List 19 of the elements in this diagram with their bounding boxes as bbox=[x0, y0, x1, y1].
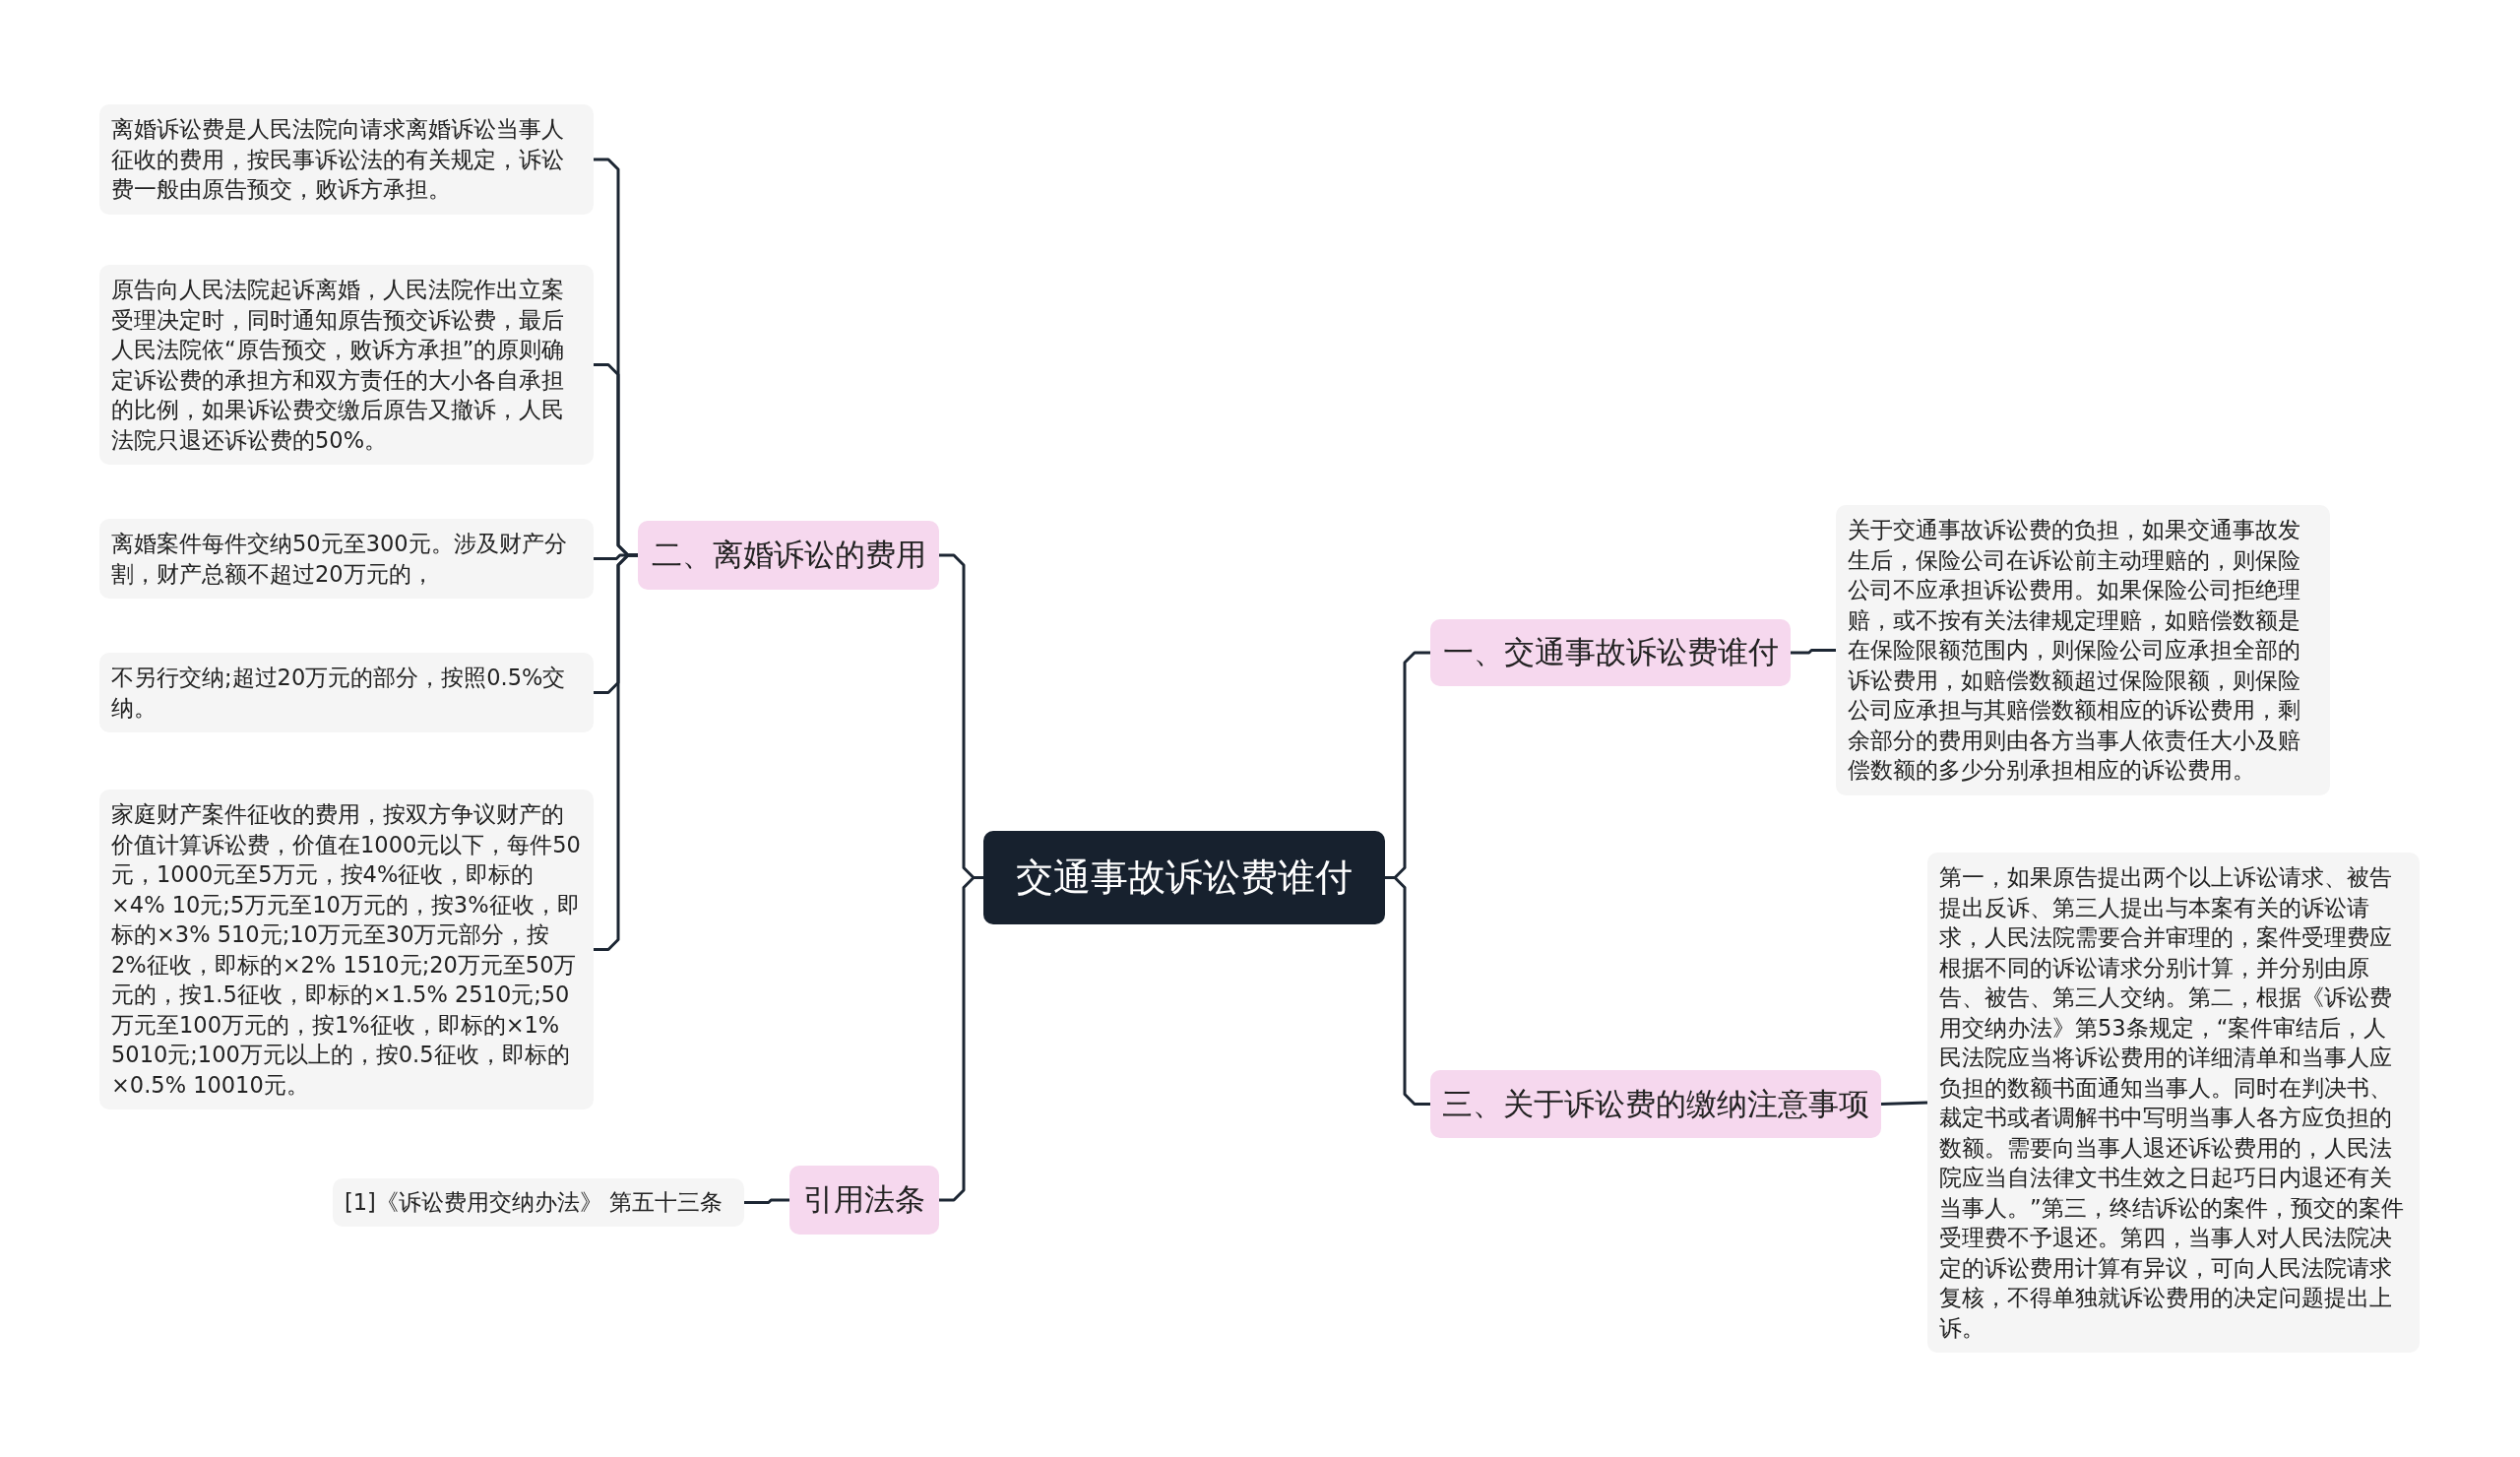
connector-line bbox=[939, 876, 983, 1202]
detail-note: [1]《诉讼费用交纳办法》 第五十三条 bbox=[333, 1178, 744, 1227]
connector-line bbox=[744, 1198, 789, 1204]
detail-note: 关于交通事故诉讼费的负担，如果交通事故发生后，保险公司在诉讼前主动理赔的，则保险公司不应承担诉讼费用。如果保险公司拒绝理赔，或不按有关法律规定理赔，如赔偿数额是在保险限额范围内，则保险公司应承担全部的诉讼费用，如赔偿数额超过保险限额，则保险公司应承担与其赔偿数额相应的诉讼费用，剩余部分的费用则由各方当事人依责任大小及赔偿数额的多少分别承担相应的诉讼费用。 bbox=[1836, 505, 2330, 795]
detail-note: 离婚案件每件交纳50元至300元。涉及财产分割，财产总额不超过20万元的， bbox=[99, 519, 594, 599]
connector-line bbox=[1385, 876, 1430, 1106]
branch-topic: 三、关于诉讼费的缴纳注意事项 bbox=[1430, 1070, 1881, 1138]
detail-note: 离婚诉讼费是人民法院向请求离婚诉讼当事人征收的费用，按民事诉讼法的有关规定，诉讼费一般由原告预交，败诉方承担。 bbox=[99, 104, 594, 215]
detail-note: 不另行交纳;超过20万元的部分，按照0.5%交纳。 bbox=[99, 653, 594, 732]
detail-note: 第一，如果原告提出两个以上诉讼请求、被告提出反诉、第三人提出与本案有关的诉讼请求，人民法院需要合并审理的，案件受理费应根据不同的诉讼请求分别计算，并分别由原告、被告、第三人交纳。第二，根据《诉讼费用交纳办法》第53条规定，“案件审结后，人民法院应当将诉讼费用的详细清单和当事人应负担的数额书面通知当事人。同时在判决书、裁定书或者调解书中写明当事人各方应负担的数额。需要向当事人退还诉讼费用的，人民法院应当自法律文书生效之日起巧日内退还有关当事人。”第三，终结诉讼的案件，预交的案件受理费不予退还。第四，当事人对人民法院决定的诉讼费用计算有异议，可向人民法院请求复核，不得单独就诉讼费用的决定问题提出上诉。 bbox=[1927, 853, 2420, 1353]
connector-line bbox=[1791, 649, 1836, 655]
branch-topic: 二、离婚诉讼的费用 bbox=[638, 521, 939, 590]
connector-line bbox=[1880, 1101, 1928, 1106]
root-topic: 交通事故诉讼费谁付 bbox=[983, 831, 1385, 924]
branch-topic: 引用法条 bbox=[789, 1166, 939, 1235]
detail-note: 原告向人民法院起诉离婚，人民法院作出立案受理决定时，同时通知原告预交诉讼费，最后人民法院依“原告预交，败诉方承担”的原则确定诉讼费的承担方和双方责任的大小各自承担的比例，如果诉讼费交缴后原告又撤诉，人民法院只退还诉讼费的50%。 bbox=[99, 265, 594, 465]
branch-topic: 一、交通事故诉讼费谁付 bbox=[1430, 619, 1791, 686]
detail-note: 家庭财产案件征收的费用，按双方争议财产的价值计算诉讼费，价值在1000元以下，每件50元，1000元至5万元，按4%征收，即标的×4% 10元;5万元至10万元的，按3%征收，即标的×3% 510元;10万元至30万元部分，按2%征收，即标的×2% 1510元;20万元至50万元的，按1.5征收，即标的×1.5% 2510元;50万元至100万元的，按1%征收，即标的×1% 5010元;100万元以上的，按0.5征收，即标的×0.5% 10010元。 bbox=[99, 790, 594, 1109]
connector-line bbox=[594, 553, 638, 951]
